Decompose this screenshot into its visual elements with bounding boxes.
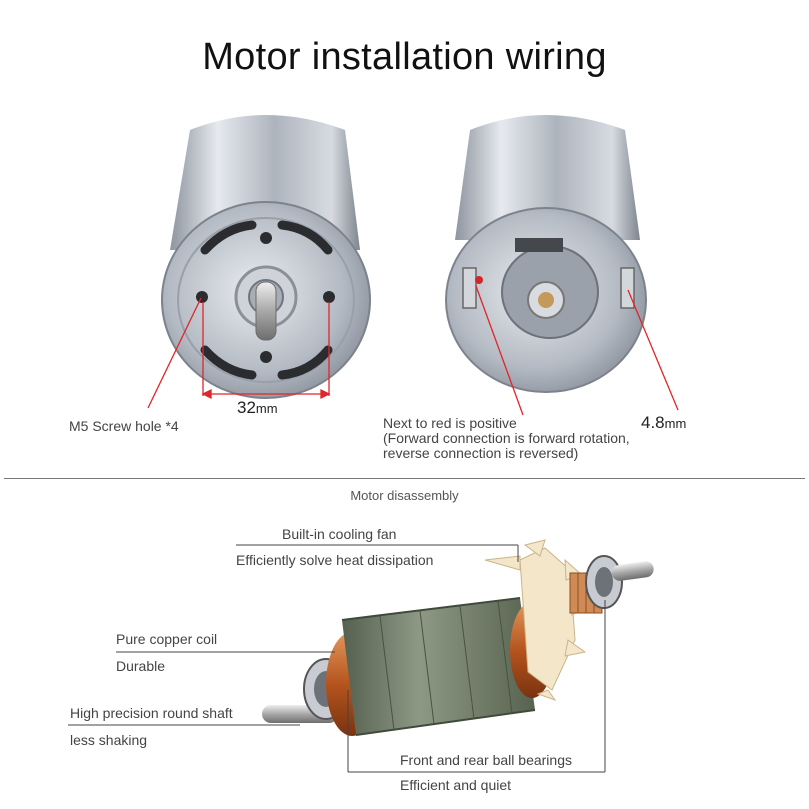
polarity-note-line-2: reverse connection is reversed) (383, 445, 579, 461)
polarity-label: Next to red is positive (383, 415, 517, 431)
rear-annotation-lines (475, 285, 679, 416)
terminal-width-value: 4.8 (641, 413, 665, 432)
section-divider (4, 478, 805, 479)
disassembly-leader-lines (68, 544, 606, 773)
polarity-note-line-1: (Forward connection is forward rotation, (383, 430, 630, 446)
hole-spacing-unit: mm (255, 401, 278, 416)
terminal-width-dimension: 4.8mm (641, 413, 686, 433)
coil-callout-desc: Durable (116, 658, 166, 674)
fan-callout-desc: Efficiently solve heat dissipation (236, 552, 434, 568)
section-title: Motor disassembly (350, 488, 459, 503)
screw-hole-label: M5 Screw hole *4 (69, 418, 179, 434)
bearing-callout-title: Front and rear ball bearings (400, 752, 572, 768)
front-annotation-lines (147, 297, 331, 409)
armature-image (262, 539, 654, 736)
fan-callout-title: Built-in cooling fan (282, 526, 397, 542)
bearing-callout-desc: Efficient and quiet (400, 777, 512, 793)
front-motor-image (161, 115, 371, 399)
shaft-callout-title: High precision round shaft (70, 705, 233, 721)
page-title: Motor installation wiring (202, 36, 607, 78)
shaft-callout-desc: less shaking (70, 732, 148, 748)
terminal-width-unit: mm (664, 416, 687, 431)
hole-spacing-value: 32 (237, 398, 256, 417)
rear-motor-image (445, 115, 647, 393)
hole-spacing-dimension: 32mm (237, 398, 278, 418)
coil-callout-title: Pure copper coil (116, 631, 218, 647)
